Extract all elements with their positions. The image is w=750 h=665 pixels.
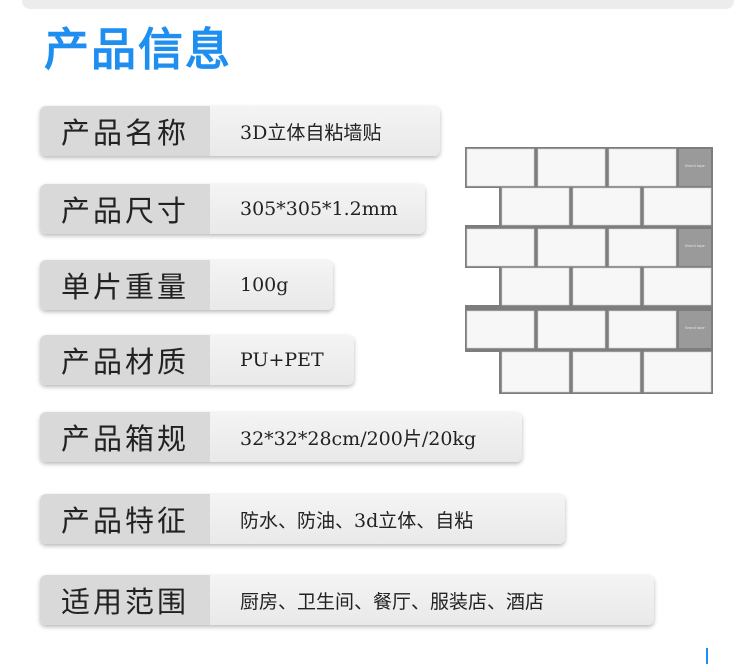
product-image-subway-tiles: Brand tape Brand tape Brand tape xyxy=(465,147,713,394)
spec-label: 产品名称 xyxy=(40,106,210,156)
spec-value: 32*32*28cm/200片/20kg xyxy=(210,412,522,462)
spec-label: 产品特征 xyxy=(40,494,210,544)
spec-value: 305*305*1.2mm xyxy=(210,184,425,234)
svg-text:Brand tape: Brand tape xyxy=(685,326,704,330)
spec-value: 防水、防油、3d立体、自粘 xyxy=(210,494,565,544)
spec-row-carton: 产品箱规 32*32*28cm/200片/20kg xyxy=(40,412,522,462)
spec-label: 适用范围 xyxy=(40,575,210,625)
tile-sheet: Brand tape Brand tape Brand tape xyxy=(465,147,713,394)
corner-accent-mark xyxy=(706,648,708,664)
spec-label: 产品箱规 xyxy=(40,412,210,462)
spec-value: PU+PET xyxy=(210,335,354,385)
spec-label: 产品尺寸 xyxy=(40,184,210,234)
svg-text:Brand tape: Brand tape xyxy=(685,244,704,248)
spec-row-size: 产品尺寸 305*305*1.2mm xyxy=(40,184,425,234)
page-title: 产品信息 xyxy=(44,23,233,76)
top-bar xyxy=(22,0,734,9)
spec-label: 单片重量 xyxy=(40,260,210,310)
spec-row-weight: 单片重量 100g xyxy=(40,260,333,310)
svg-text:Brand tape: Brand tape xyxy=(685,164,704,168)
spec-row-usage: 适用范围 厨房、卫生间、餐厅、服装店、酒店 xyxy=(40,575,654,625)
spec-value: 3D立体自粘墙贴 xyxy=(210,106,440,156)
spec-value: 厨房、卫生间、餐厅、服装店、酒店 xyxy=(210,575,654,625)
spec-row-features: 产品特征 防水、防油、3d立体、自粘 xyxy=(40,494,565,544)
spec-row-material: 产品材质 PU+PET xyxy=(40,335,354,385)
spec-label: 产品材质 xyxy=(40,335,210,385)
spec-row-name: 产品名称 3D立体自粘墙贴 xyxy=(40,106,440,156)
spec-value: 100g xyxy=(210,260,333,310)
